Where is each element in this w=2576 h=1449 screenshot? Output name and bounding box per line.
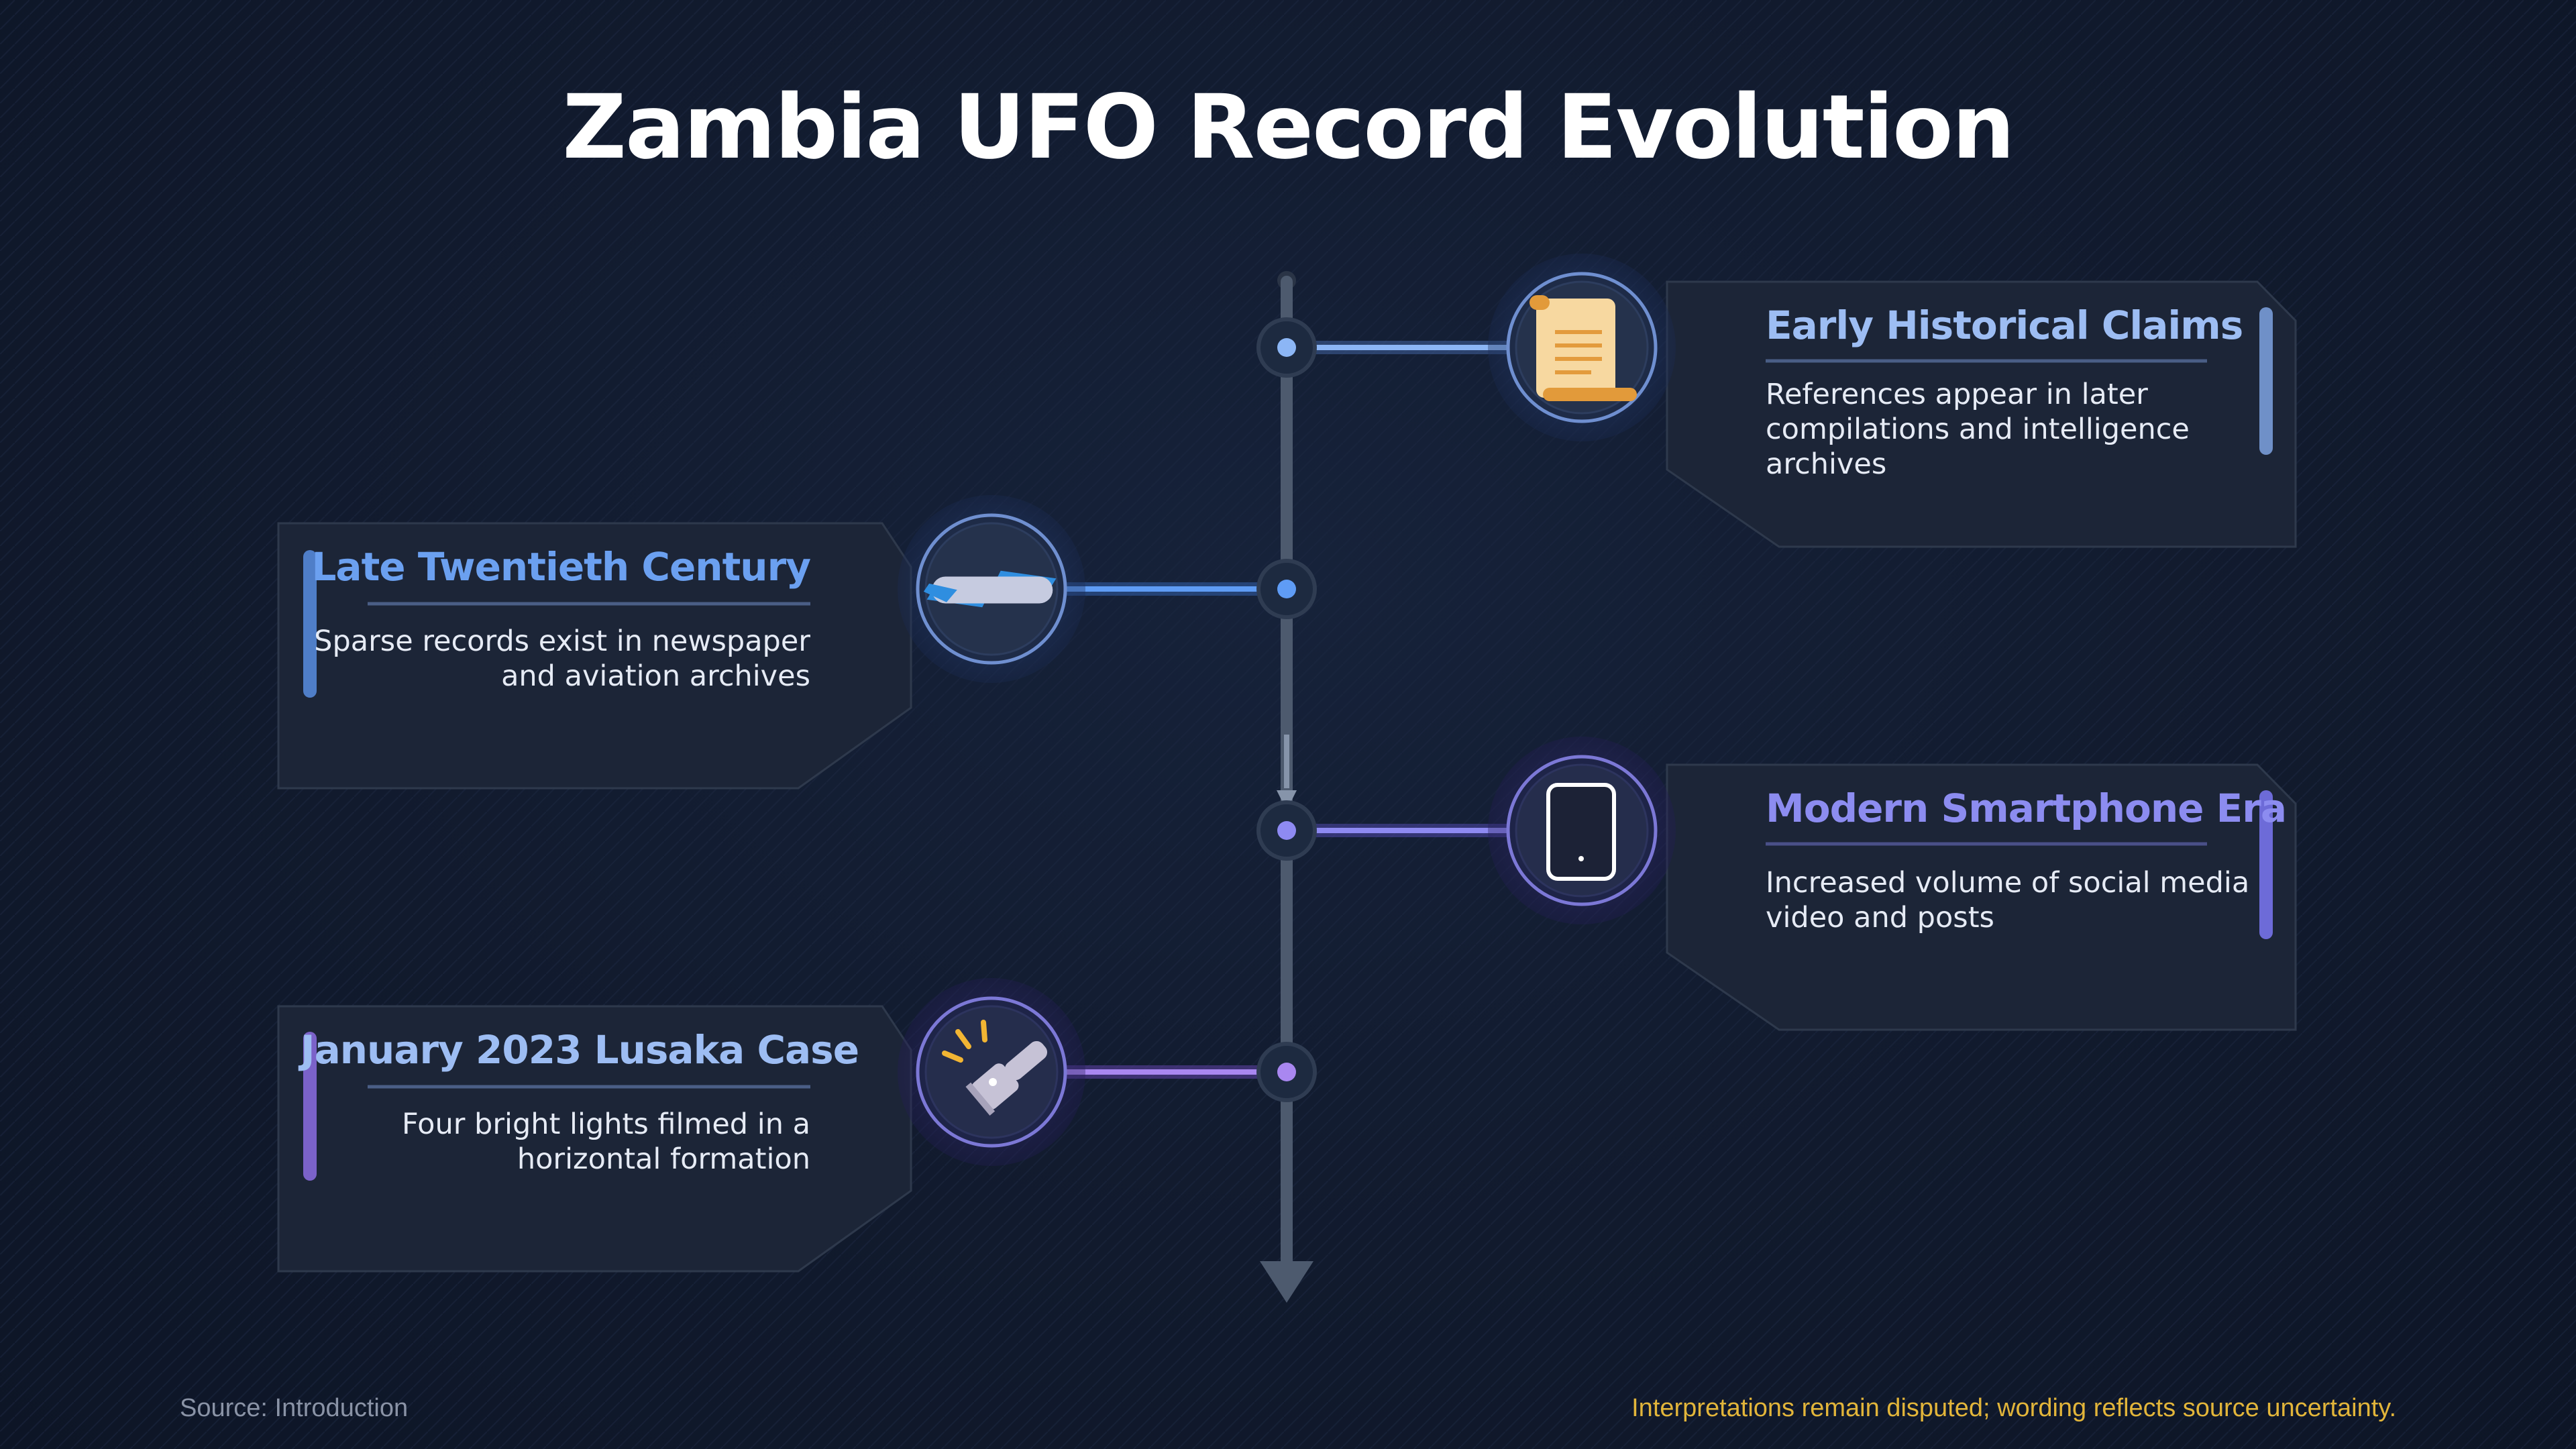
event-description-lusaka: Four bright lights filmed in a horizonta…	[401, 1108, 810, 1176]
connector-lusaka	[1067, 1042, 1317, 1102]
badge-late-twentieth	[898, 495, 1085, 683]
source-note: Source: Introduction	[180, 1394, 409, 1422]
disclaimer-note: Interpretations remain disputed; wording…	[1631, 1394, 2396, 1422]
connector-smartphone	[1256, 800, 1509, 861]
event-title-late-twentieth: Late Twentieth Century	[311, 544, 811, 590]
connector-late-twentieth	[1067, 559, 1317, 619]
scroll-icon	[1529, 295, 1637, 401]
badge-lusaka	[898, 978, 1085, 1166]
flashlight-icon	[942, 1020, 1048, 1116]
event-card-early	[1666, 280, 2297, 548]
badge-smartphone	[1488, 737, 1676, 924]
page-title: Zambia UFO Record Evolution	[562, 76, 2015, 179]
event-card-smartphone	[1666, 763, 2297, 1031]
connector-early	[1256, 317, 1509, 378]
event-title-smartphone: Modern Smartphone Era	[1766, 786, 2287, 831]
event-title-early: Early Historical Claims	[1766, 303, 2243, 348]
smartphone-icon	[1546, 783, 1616, 881]
airplane-icon	[923, 570, 1057, 608]
event-title-lusaka: January 2023 Lusaka Case	[301, 1027, 859, 1073]
event-description-early: References appear in later compilations …	[1766, 378, 2190, 481]
badge-early	[1488, 254, 1676, 441]
event-description-smartphone: Increased volume of social media video a…	[1766, 866, 2250, 934]
event-description-late-twentieth: Sparse records exist in newspaper and av…	[314, 625, 810, 693]
